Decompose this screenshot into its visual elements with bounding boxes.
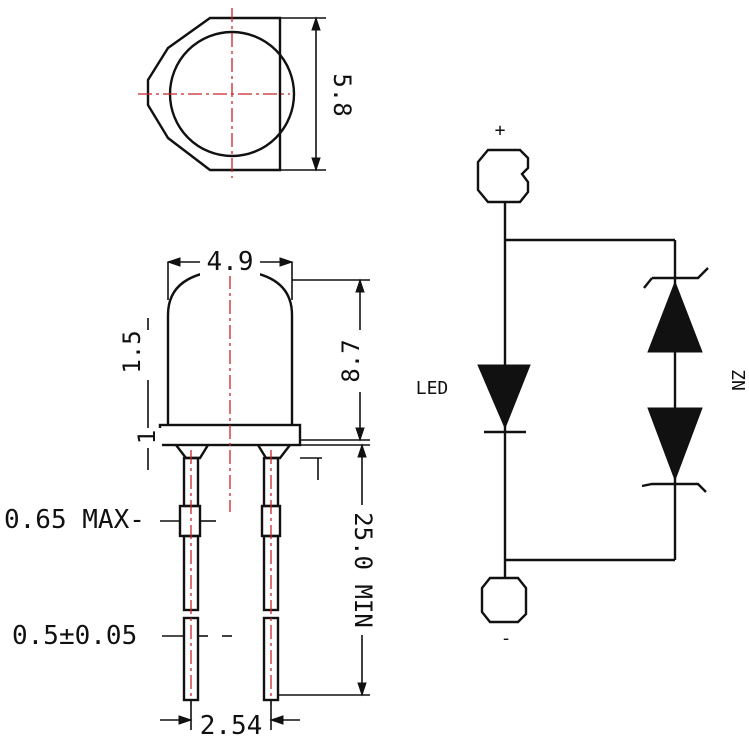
arrow-up-icon xyxy=(355,278,365,293)
label-mask-15 xyxy=(132,330,162,380)
zener-upper-tail xyxy=(643,277,653,289)
lead-left-kink xyxy=(178,504,202,538)
lead-right-mid xyxy=(262,534,280,612)
zener-lower-icon xyxy=(647,407,703,482)
arrow-up-icon xyxy=(311,16,321,31)
label-mask-87 xyxy=(346,330,376,392)
lead-right-top xyxy=(256,444,291,460)
terminal-minus xyxy=(480,576,528,624)
dim-label-05: 0.5±0.05 xyxy=(12,621,137,651)
arrow-left-icon xyxy=(269,715,284,725)
dim-label-flange: 1 xyxy=(133,430,161,444)
zener-upper-bar xyxy=(652,267,709,280)
side-view: 4.9 1.5 1 8.7 25.0 MIN 0.65 MAX- 0 xyxy=(4,246,378,741)
arrow-right-icon xyxy=(178,715,193,725)
top-view-outline xyxy=(146,16,282,172)
dim-label-065: 0.65 MAX- xyxy=(4,505,145,535)
dim-label-58: 5.8 xyxy=(328,73,356,116)
led-label: LED xyxy=(416,378,449,399)
top-view: 5.8 xyxy=(138,8,356,178)
lead-left-mid xyxy=(182,534,200,612)
dim-label-49: 4.9 xyxy=(207,247,254,277)
arrow-left-icon xyxy=(166,257,181,267)
dim-label-lead-length: 25.0 MIN xyxy=(349,512,377,628)
arrow-up-icon xyxy=(357,443,367,458)
terminal-plus xyxy=(476,148,530,204)
dim-label-15: 1.5 xyxy=(118,330,146,373)
arrow-down-icon xyxy=(355,427,365,442)
zener-label: ZN xyxy=(727,369,748,391)
label-mask-flange xyxy=(134,428,162,448)
label-mask-lead xyxy=(346,505,378,635)
arrow-down-icon xyxy=(311,157,321,172)
zener-lower-bar xyxy=(641,482,707,493)
lead-left-top xyxy=(175,444,210,460)
plus-label: + xyxy=(495,120,506,141)
schematic: + LED ZN - xyxy=(416,120,748,649)
led-diode-icon xyxy=(477,364,531,430)
label-mask-49 xyxy=(200,246,260,276)
arrow-right-icon xyxy=(279,257,294,267)
dim-label-254: 2.54 xyxy=(200,711,263,741)
minus-label: - xyxy=(501,628,512,649)
dim-label-87: 8.7 xyxy=(337,339,365,382)
zener-upper-icon xyxy=(647,280,703,353)
arrow-down-icon xyxy=(357,682,367,697)
